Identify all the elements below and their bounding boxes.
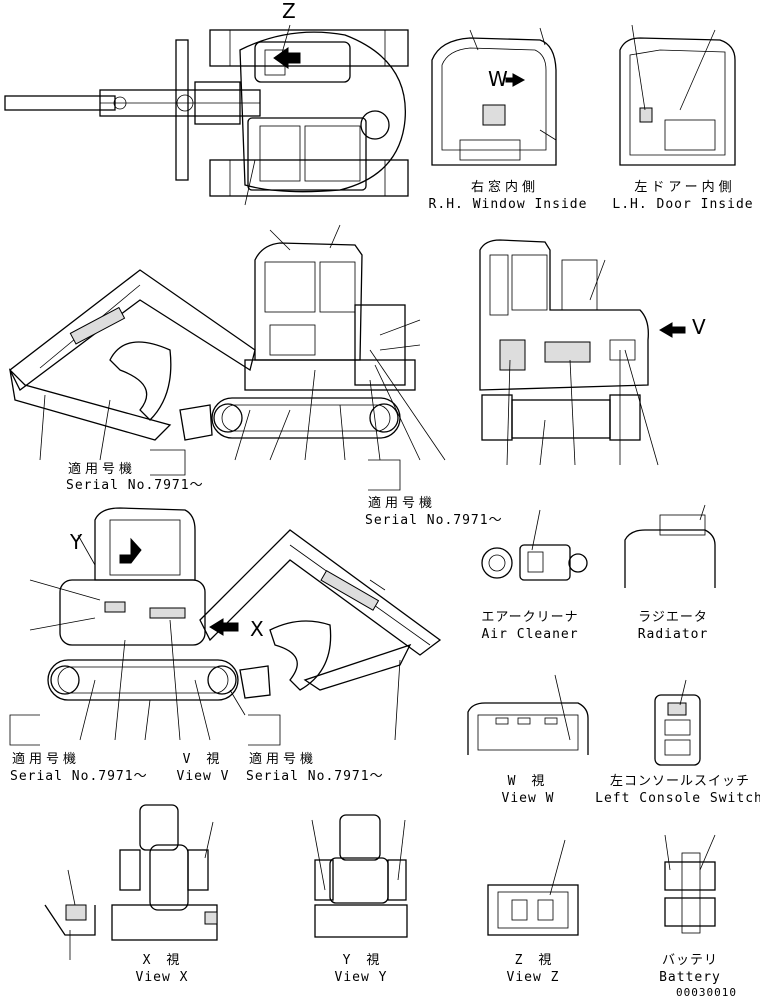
battery-label-en: Battery <box>659 970 721 985</box>
view-w-label-jp: W 視 <box>507 774 549 789</box>
serial-4-label-jp: 適用号機 <box>249 752 318 767</box>
air-cleaner-label-jp: エアークリーナ <box>481 610 579 625</box>
view-y-drawing <box>311 814 408 938</box>
lh-door-inside-view <box>619 24 736 166</box>
rear-view-excavator <box>479 239 686 466</box>
battery-label-jp: バッテリ <box>661 953 719 968</box>
rh-window-inside-view <box>431 27 557 166</box>
left-console-switch-drawing <box>654 679 701 766</box>
view-x-drawing <box>111 804 218 941</box>
view-v-label-jp: V 視 <box>182 752 224 767</box>
view-letter-v: V <box>692 315 706 339</box>
battery-drawing <box>664 834 716 934</box>
serial-4-label-en: Serial No.7971～ <box>246 769 384 784</box>
view-v-label-en: View V <box>176 769 230 784</box>
view-w-drawing <box>467 674 589 755</box>
drawing-number: 00030010 <box>676 986 737 999</box>
serial-3-label-jp: 適用号機 <box>12 752 81 767</box>
rh-window-label-jp: 右窓内側 <box>470 180 540 195</box>
view-z-label-en: View Z <box>506 970 560 985</box>
view-letter-y: Y <box>70 530 83 554</box>
radiator-drawing <box>624 504 716 588</box>
serial-1-label-en: Serial No.7971～ <box>66 478 204 493</box>
rh-window-label-en: R.H. Window Inside <box>428 197 588 212</box>
serial-2-label-jp: 適用号機 <box>368 496 437 511</box>
side-view-excavator-1 <box>9 224 446 491</box>
air-cleaner-label-en: Air Cleaner <box>481 627 579 642</box>
radiator-label-en: Radiator <box>637 627 709 642</box>
view-z-label-jp: Z 視 <box>514 953 556 968</box>
radiator-label-jp: ラジエータ <box>638 610 708 625</box>
lh-door-label-en: L.H. Door Inside <box>612 197 754 212</box>
serial-2-label-en: Serial No.7971～ <box>365 513 503 528</box>
view-y-label-jp: Y 視 <box>342 953 384 968</box>
serial-3-label-en: Serial No.7971～ <box>10 769 148 784</box>
view-letter-w: W <box>488 67 508 91</box>
air-cleaner-drawing <box>481 509 588 581</box>
top-view-excavator <box>4 24 409 206</box>
side-view-excavator-2 <box>9 507 442 746</box>
detail-partial-drawing <box>44 869 96 960</box>
view-z-drawing <box>487 839 579 936</box>
lh-door-label-jp: 左ドアー内側 <box>634 180 736 195</box>
view-x-label-en: View X <box>135 970 189 985</box>
view-letter-z: Z <box>282 0 296 23</box>
view-w-label-en: View W <box>501 791 555 806</box>
left-console-label-jp: 左コンソールスイッチ <box>609 774 751 789</box>
serial-1-label-jp: 適用号機 <box>68 462 137 477</box>
view-x-label-jp: X 視 <box>142 953 184 968</box>
left-console-label-en: Left Console Switch <box>595 791 760 806</box>
view-y-label-en: View Y <box>334 970 388 985</box>
view-letter-x: X <box>250 617 264 641</box>
